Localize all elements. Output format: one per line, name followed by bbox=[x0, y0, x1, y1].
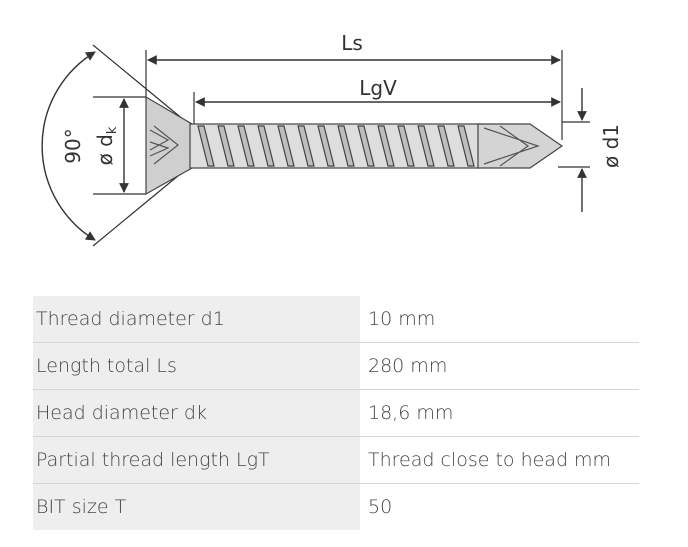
thread-turn bbox=[197, 125, 215, 167]
spec-value: 50 bbox=[360, 483, 639, 530]
spec-value: Thread close to head mm bbox=[360, 436, 639, 484]
spec-value: 18,6 mm bbox=[360, 389, 639, 437]
head-diameter-label: ø d bbox=[93, 134, 117, 165]
ls-label: Ls bbox=[341, 31, 363, 55]
spec-label: Head diameter dk bbox=[33, 389, 360, 437]
lgv-label: LgV bbox=[359, 76, 397, 100]
thread-turn bbox=[337, 125, 355, 167]
screw-shank bbox=[189, 123, 481, 169]
thread-turn bbox=[257, 125, 275, 167]
thread-turn bbox=[317, 125, 335, 167]
spec-label: Thread diameter d1 bbox=[33, 296, 360, 343]
spec-value: 10 mm bbox=[360, 296, 639, 343]
svg-text:ø dk: ø dk bbox=[93, 126, 120, 165]
screw-tip bbox=[477, 123, 564, 169]
thread-turn bbox=[377, 125, 395, 167]
table-row: Head diameter dk 18,6 mm bbox=[33, 389, 639, 437]
thread-turn bbox=[397, 125, 415, 167]
screw-head bbox=[145, 95, 193, 196]
table-row: BIT size T 50 bbox=[33, 483, 639, 530]
thread-turn bbox=[277, 125, 295, 167]
angle-label: 90° bbox=[61, 128, 85, 163]
thread-turn bbox=[357, 125, 375, 167]
spec-label: BIT size T bbox=[33, 483, 360, 530]
table-row: Partial thread length LgT Thread close t… bbox=[33, 436, 639, 484]
thread-turn bbox=[237, 125, 255, 167]
spec-label: Partial thread length LgT bbox=[33, 436, 360, 484]
spec-value: 280 mm bbox=[360, 342, 639, 390]
thread-turn bbox=[417, 125, 435, 167]
bit-recess bbox=[149, 125, 179, 165]
table-row: Thread diameter d1 10 mm bbox=[33, 296, 639, 343]
thread-turn bbox=[437, 125, 455, 167]
thread-turn bbox=[457, 125, 475, 167]
thread-turn bbox=[297, 125, 315, 167]
spec-label: Length total Ls bbox=[33, 342, 360, 390]
head-diameter-subscript: k bbox=[105, 126, 120, 134]
screw-diagram: Ls LgV 90° ø dk ø d1 bbox=[41, 31, 623, 247]
angle-arc bbox=[41, 51, 96, 241]
table-row: Length total Ls 280 mm bbox=[33, 342, 639, 390]
extension-lines bbox=[92, 44, 590, 247]
spec-table: Thread diameter d1 10 mm Length total Ls… bbox=[33, 296, 639, 530]
thread-turn bbox=[217, 125, 235, 167]
screw-shape bbox=[145, 95, 564, 196]
thread-diameter-label: ø d1 bbox=[599, 124, 623, 168]
